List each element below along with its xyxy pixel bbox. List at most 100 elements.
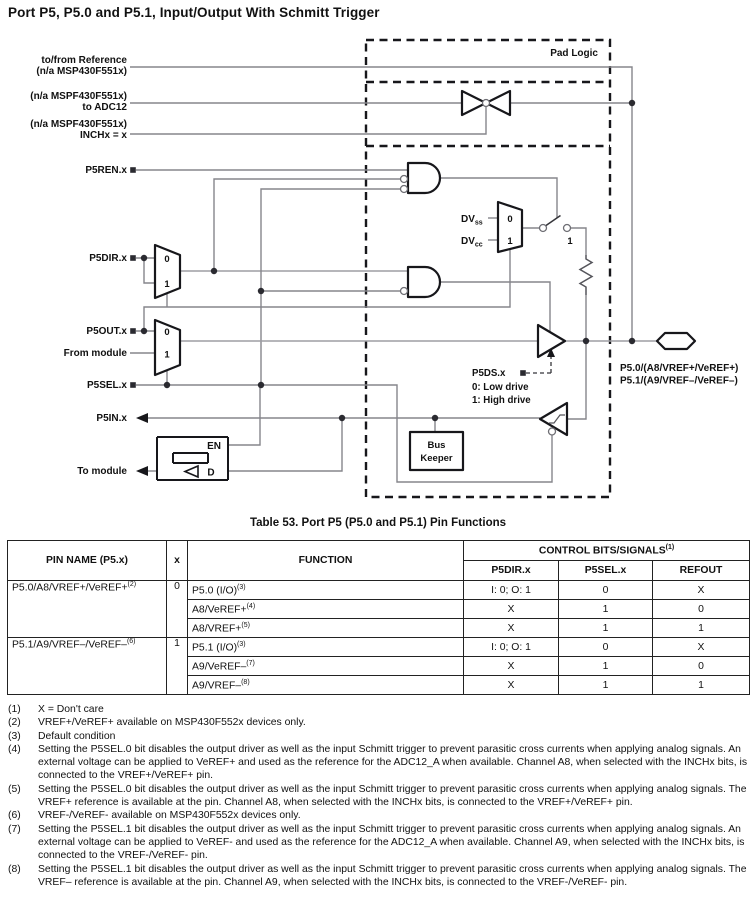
x-cell: 1	[166, 637, 188, 695]
latch-clock-triangle	[182, 464, 199, 479]
footnote-number: (8)	[8, 863, 21, 875]
dv-mux-0: 0	[507, 214, 512, 225]
p5out-mux	[153, 318, 182, 377]
footnote-number: (3)	[8, 730, 21, 742]
function-cell: A9/VREF–(8)	[187, 675, 464, 695]
schmitt-trigger	[538, 401, 569, 437]
pin-function-label-2: P5.1/(A9/VREF–/VeREF–)	[620, 376, 738, 387]
p5sel-cell: 0	[558, 580, 653, 600]
wire-pad-to-schmitt	[567, 295, 587, 420]
switch-blade	[545, 214, 561, 227]
page-title: Port P5, P5.0 and P5.1, Input/Output Wit…	[8, 5, 380, 20]
col-header-p5sel: P5SEL.x	[558, 560, 653, 581]
p5ds-terminal	[520, 370, 526, 376]
dv-mux	[496, 200, 524, 254]
bus-keeper-box	[408, 430, 465, 472]
pull-resistor	[578, 255, 594, 295]
to-module-arrow	[136, 466, 148, 476]
p5out-label: P5OUT.x	[86, 326, 127, 337]
p5ds-dashed-wire	[526, 356, 552, 374]
p5dir-mux-1: 1	[164, 279, 170, 290]
p5in-label: P5IN.x	[96, 413, 127, 424]
junction-dots	[140, 99, 636, 422]
x-cell: 0	[166, 580, 188, 638]
p5sel-cell: 1	[558, 675, 653, 695]
wire-switch-out	[570, 227, 587, 255]
footnote-5: (5) Setting the P5SEL.0 bit disables the …	[8, 783, 752, 810]
p5dir-cell: I: 0; O: 1	[463, 580, 559, 600]
bus-keeper-label-1: Bus	[428, 440, 446, 451]
junction-dot	[163, 381, 171, 389]
inchx-label-2: INCHx = x	[80, 130, 127, 141]
p5ds-arrowhead	[547, 348, 555, 357]
output-driver	[536, 323, 567, 359]
port-p5-schematic: Pad Logic to/from Reference (n/a MSP430F…	[30, 38, 738, 499]
footnote-number: (4)	[8, 743, 21, 755]
junction-dot	[257, 287, 265, 295]
footnote-text: Setting the P5SEL.0 bit disables the out…	[38, 783, 747, 809]
wire-dir-to-and1	[213, 178, 401, 271]
p5ren-label: P5REN.x	[85, 165, 127, 176]
transmission-gate-control-bubble	[481, 98, 491, 108]
pin-name-cell: P5.0/A8/VREF+/VeREF+(2)	[7, 580, 167, 638]
refout-cell: 0	[652, 599, 750, 619]
p5ds-low-label: 0: Low drive	[472, 382, 529, 393]
footnote-text: Setting the P5SEL.1 bit disables the out…	[38, 863, 747, 888]
p5ren-terminal	[130, 167, 136, 173]
wire-p5sel	[136, 384, 553, 483]
p5ds-control	[520, 348, 555, 376]
table-row: P5.1/A9/VREF–/VeREF–(6) 1 P5.1 (I/O)(3) …	[7, 637, 750, 695]
pad-logic-box	[364, 38, 612, 499]
footnote-text: X = Don't care	[38, 704, 104, 715]
switch-contact-right	[562, 223, 572, 233]
terminals	[130, 167, 148, 476]
col-header-control: CONTROL BITS/SIGNALS(1)	[463, 540, 750, 561]
p5out-terminal	[130, 328, 136, 334]
and-gate-driver-enable	[406, 265, 442, 299]
pin-functions-table: PIN NAME (P5.x) x FUNCTION CONTROL BITS/…	[7, 540, 750, 695]
small-parts	[399, 98, 594, 436]
footnote-7: (7)Setting the P5SEL.1 bit disables the …	[8, 823, 752, 863]
p5sel-terminal	[130, 382, 136, 388]
p5sel-cell: 1	[558, 618, 653, 638]
p5in-arrow	[136, 413, 148, 423]
footnote-2: (2)VREF+/VeREF+ available on MSP430F552x…	[8, 716, 752, 729]
junction-dot	[140, 327, 148, 335]
junction-dot	[338, 414, 346, 422]
wire-latch-en	[228, 385, 261, 446]
table-row: A9/VREF–(8) X 1 1	[8, 675, 750, 695]
function-cell: P5.1 (I/O)(3)	[187, 637, 464, 657]
footnote-text: Default condition	[38, 730, 116, 742]
diagram-labels: Pad Logic to/from Reference (n/a MSP430F…	[30, 48, 738, 479]
col-header-function: FUNCTION	[187, 540, 464, 581]
and1-bubble-2	[399, 184, 409, 194]
and1-bubble-1	[399, 174, 409, 184]
junction-dot	[210, 267, 218, 275]
p5dir-cell: X	[463, 599, 559, 619]
footnote-number: (6)	[8, 810, 21, 822]
footnote-number: (5)	[8, 783, 21, 795]
col-header-p5dir: P5DIR.x	[463, 560, 559, 581]
latch-en-label: EN	[207, 441, 221, 452]
col-header-refout: REFOUT	[652, 560, 750, 581]
footnote-text: VREF+/VeREF+ available on MSP430F552x de…	[38, 717, 306, 729]
junction-dot	[628, 337, 636, 345]
p5dir-cell: I: 0; O: 1	[463, 637, 559, 657]
inchx-label-1: (n/a MSPF430F551x)	[30, 119, 127, 130]
reference-label-2: (n/a MSP430F551x)	[36, 66, 127, 77]
refout-cell: X	[652, 637, 750, 657]
function-cell: A8/VeREF+(4)	[187, 599, 464, 619]
p5ds-high-label: 1: High drive	[472, 395, 531, 406]
transmission-gate-right	[484, 89, 512, 117]
footnote-3: (3) Default condition	[8, 730, 752, 743]
switch-position-label: 1	[567, 236, 573, 247]
adc12-label-1: (n/a MSPF430F551x)	[30, 91, 127, 102]
bus-keeper-label-2: Keeper	[420, 453, 453, 464]
dvss-label: DVss	[461, 214, 483, 227]
p5sel-cell: 1	[558, 656, 653, 676]
reference-label-1: to/from Reference	[41, 55, 127, 66]
p5out-mux-1: 1	[164, 350, 170, 361]
wire-and1-out	[440, 177, 558, 218]
junction-dot	[431, 414, 439, 422]
p5dir-mux	[153, 243, 182, 300]
